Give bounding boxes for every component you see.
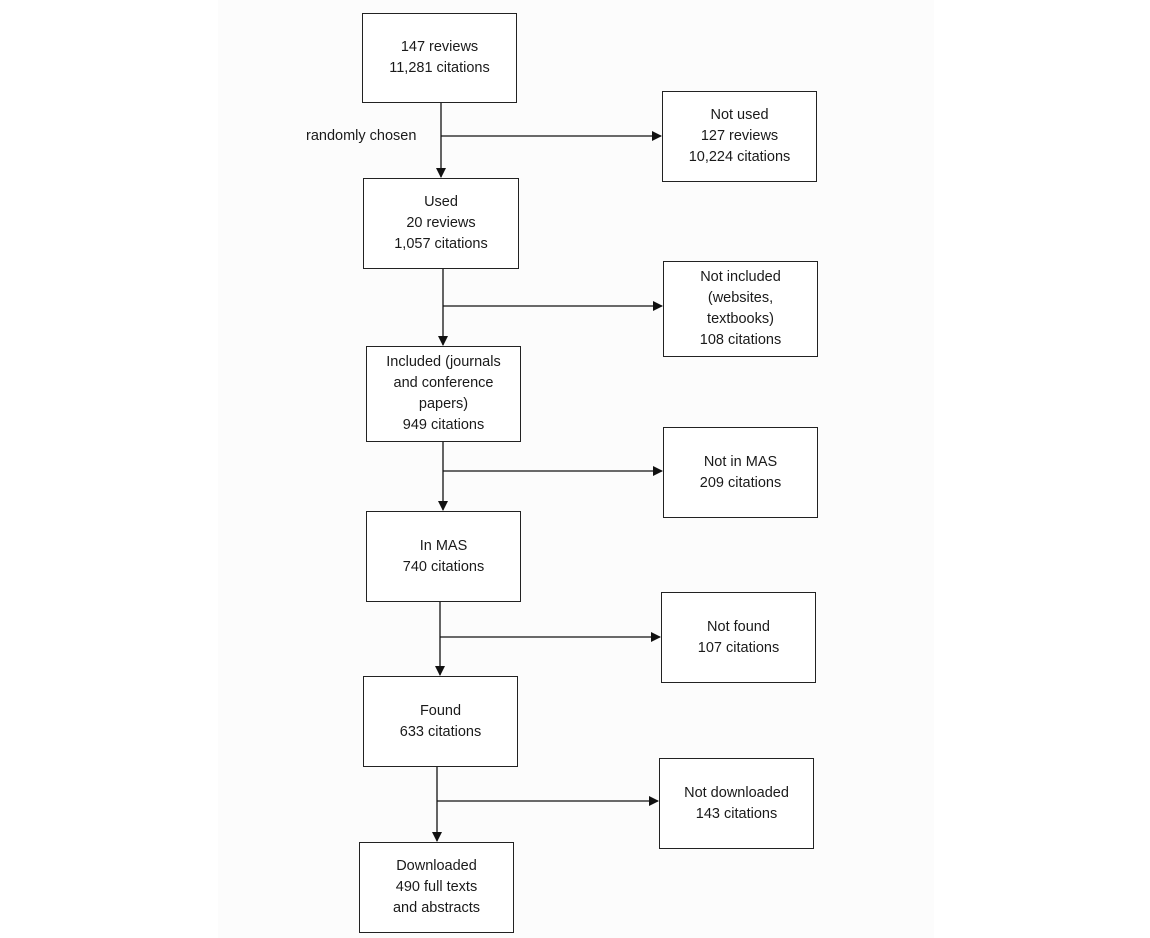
box-line: 209 citations — [699, 474, 782, 491]
box-line: 1,057 citations — [394, 236, 488, 252]
box-line: 127 reviews — [700, 128, 779, 144]
box-line: Included (journals — [386, 354, 501, 370]
box-line: and abstracts — [392, 900, 481, 916]
box-line: 10,224 citations — [688, 149, 791, 165]
box-line: Not in MAS — [703, 453, 778, 470]
box-in-mas: In MAS 740 citations — [366, 511, 521, 602]
box-line: Not used — [710, 107, 769, 123]
box-not-found: Not found 107 citations — [661, 592, 816, 683]
box-line: 147 reviews — [400, 39, 479, 55]
box-not-included: Not included (websites, textbooks) 108 c… — [663, 261, 818, 357]
box-line: Downloaded — [396, 858, 477, 874]
box-line: Used — [424, 194, 458, 210]
box-line: In MAS — [419, 537, 468, 554]
box-line: (websites, — [707, 290, 774, 306]
box-line: Not found — [707, 618, 770, 635]
box-line: Not included — [700, 269, 781, 285]
box-line: 107 citations — [697, 639, 780, 656]
box-line: 108 citations — [699, 332, 782, 348]
box-not-downloaded: Not downloaded 143 citations — [659, 758, 814, 849]
box-not-in-mas: Not in MAS 209 citations — [663, 427, 818, 518]
box-included: Included (journals and conference papers… — [366, 346, 521, 442]
box-line: 20 reviews — [406, 215, 476, 231]
box-line: and conference — [393, 375, 494, 391]
box-line: textbooks) — [707, 311, 774, 327]
randomly-chosen-label: randomly chosen — [306, 128, 417, 144]
box-line: 633 citations — [399, 723, 482, 740]
box-downloaded: Downloaded 490 full texts and abstracts — [359, 842, 514, 933]
box-line: 11,281 citations — [389, 60, 490, 76]
box-line: Not downloaded — [684, 784, 789, 801]
box-all-reviews: 147 reviews 11,281 citations — [362, 13, 517, 103]
box-found: Found 633 citations — [363, 676, 518, 767]
box-not-used: Not used 127 reviews 10,224 citations — [662, 91, 817, 182]
box-line: papers) — [418, 396, 469, 412]
box-line: Found — [419, 702, 462, 719]
box-line: 490 full texts — [395, 879, 478, 895]
box-line: 143 citations — [695, 805, 778, 822]
box-used: Used 20 reviews 1,057 citations — [363, 178, 519, 269]
box-line: 740 citations — [402, 558, 485, 575]
box-line: 949 citations — [402, 417, 485, 433]
